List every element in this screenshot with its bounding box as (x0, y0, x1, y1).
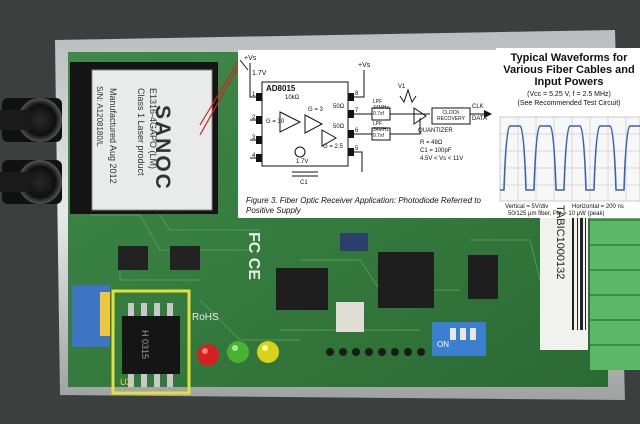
schematic-bias-left: 1.7V (252, 70, 267, 77)
schematic-lpf1: LPF 34MHz 0.7xf (373, 99, 389, 117)
schematic-gain1: G = 30 (266, 119, 285, 125)
chip-marking: H 0315 (140, 330, 150, 360)
chip-small-1 (118, 246, 148, 270)
module-part-number: E1316-4GAPO (LM) (148, 88, 158, 170)
waveform-trace (500, 125, 640, 191)
waveform-title: Typical Waveforms for Various Fiber Cabl… (503, 52, 635, 88)
schematic-note-vs: 4.5V < Vs < 11V (420, 156, 464, 162)
dip-label: ON (437, 340, 449, 349)
schematic-bias2: 1.7V (296, 159, 309, 165)
chip-center (378, 252, 434, 308)
schematic-clock-recovery: CLOCK RECOVERY (437, 110, 465, 122)
led-yellow (257, 341, 279, 363)
schematic-supply-left: +Vs (244, 55, 257, 62)
schematic-r1: 10kΩ (285, 95, 300, 101)
schematic-pin-5: 5 (355, 146, 359, 152)
scope-grid (500, 117, 640, 201)
chip-small-2 (170, 246, 200, 270)
schematic-pin-6: 6 (355, 128, 359, 134)
header-pins (326, 348, 425, 356)
schematic-data: DATA (472, 116, 488, 122)
board-rohs: RoHS (192, 312, 219, 323)
schematic-note-c1: C1 = 100pF (420, 148, 452, 154)
schematic-note-r: R = 48Ω (420, 140, 443, 146)
terminal-block (590, 200, 640, 370)
schematic-gain2: G = 3 (308, 107, 323, 113)
schematic-ic-label: AD8015 (266, 84, 296, 93)
schematic-pin-7: 7 (355, 108, 359, 114)
module-date-code: Manufactured Aug 2012 (108, 88, 118, 184)
chip-ref: U2 (120, 377, 132, 387)
waveform-subtitle: (Vcc = 5.25 V, f = 2.5 MHz) (527, 91, 611, 98)
module-serial: S/N: A1208180/L (95, 86, 104, 147)
capacitor-blue (340, 233, 368, 251)
schematic-quantizer: QUANTIZER (418, 128, 453, 134)
schematic-supply-top: +Vs (358, 62, 371, 69)
pointer-line-1 (199, 66, 239, 136)
schematic-v1: V1 (398, 84, 406, 90)
schematic-wires (239, 59, 490, 177)
schematic-clk: CLK (472, 104, 484, 110)
schematic-gain3: G = 2.5 (323, 144, 343, 150)
led-red (197, 344, 219, 366)
waveform-horizontal-scale: Horizontal = 200 ns (572, 204, 624, 210)
waveform-subtitle2: (See Recommended Test Circuit) (517, 100, 621, 107)
chip-right (468, 255, 498, 299)
schematic-r2: 50Ω (333, 104, 345, 110)
schematic-pin-8: 8 (355, 91, 359, 97)
fiber-connector-top (0, 98, 62, 142)
board-ce-mark: FC CE (245, 232, 262, 280)
module-laser-class: Class 1 Laser product (136, 88, 146, 176)
waveform-vertical-scale: Vertical = 5V/div (505, 204, 549, 210)
waveform-fiber-note: 50/125 μm fiber, Pin = 10 μW (peak) (508, 211, 605, 217)
led-green (227, 341, 249, 363)
highlighted-chip (122, 316, 180, 374)
chip-left (276, 268, 328, 310)
schematic-c1: C1 (300, 180, 308, 186)
chip-highlight-box (111, 289, 191, 395)
highlighted-chip-pins (128, 303, 173, 387)
crystal (336, 302, 364, 332)
pointer-line-2 (199, 61, 239, 126)
trimmer-contacts (100, 292, 110, 336)
fiber-connector-bottom (0, 160, 62, 204)
barcode-stripes (572, 210, 586, 330)
schematic-pin-boxes (256, 93, 492, 162)
schematic-pin-3: 3 (252, 135, 256, 141)
dip-switch (432, 322, 486, 356)
schematic-pin-2: 2 (252, 115, 256, 121)
terminal-slots (590, 219, 640, 346)
transceiver-module (70, 62, 218, 214)
schematic-pin-1: 1 (252, 92, 256, 98)
schematic-caption: Figure 3. Fiber Optic Receiver Applicati… (246, 196, 481, 215)
schematic-r3: 50Ω (333, 124, 345, 130)
dip-switch-levers (450, 328, 476, 340)
schematic-lpf2: LPF 34MHz 0.7xf (373, 121, 389, 139)
schematic-pin-4: 4 (252, 153, 256, 159)
